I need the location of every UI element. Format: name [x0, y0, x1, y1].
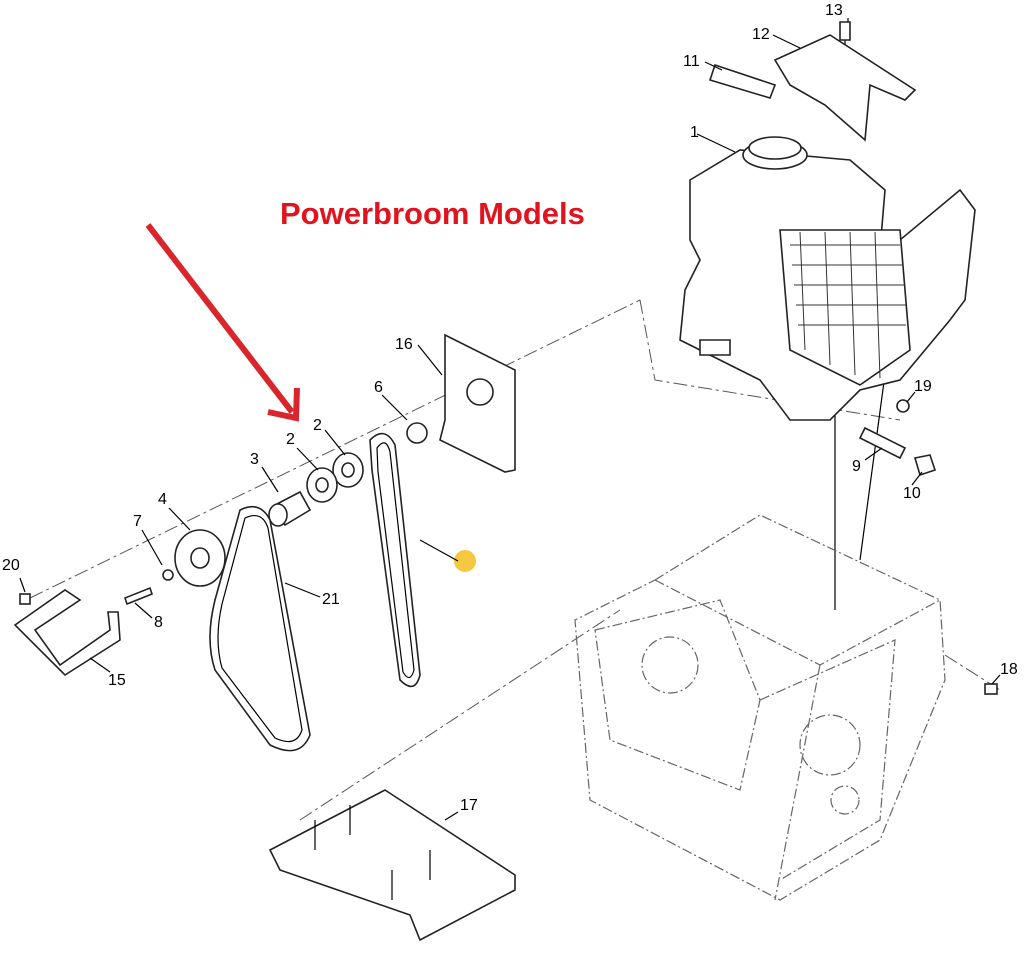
- callout-4: 4: [158, 491, 167, 508]
- callout-2: 2: [286, 431, 295, 448]
- callout-13: 13: [825, 2, 843, 19]
- callout-1: 1: [690, 124, 699, 141]
- callout-labels: 1 2 2 3 4 6 7 8 9 10 11 12 13 15 16 17 1…: [2, 2, 1018, 814]
- callout-6: 6: [374, 379, 383, 396]
- belt-21[interactable]: [209, 505, 311, 752]
- diagram-title: Powerbroom Models: [280, 196, 585, 231]
- callout-16: 16: [395, 336, 413, 353]
- callout-3: 3: [250, 451, 259, 468]
- leader-lines: [19, 18, 1001, 821]
- nut-19[interactable]: [896, 399, 910, 413]
- engine[interactable]: [679, 136, 976, 421]
- base-plate[interactable]: [268, 789, 516, 942]
- bracket[interactable]: [13, 589, 121, 677]
- callout-10: 10: [903, 485, 921, 502]
- bolt[interactable]: [124, 586, 153, 606]
- callout-17: 17: [460, 797, 478, 814]
- standoff[interactable]: [858, 426, 907, 460]
- callout-20: 20: [2, 557, 20, 574]
- callout-15: 15: [108, 672, 126, 689]
- callout-8: 8: [154, 614, 163, 631]
- washer[interactable]: [162, 569, 174, 581]
- callout-11: 11: [683, 53, 700, 70]
- nut[interactable]: [913, 454, 937, 477]
- heat-shield[interactable]: [773, 34, 917, 142]
- highlight-marker[interactable]: [454, 550, 476, 572]
- callout-18: 18: [1000, 661, 1018, 678]
- callout-12: 12: [752, 26, 770, 43]
- callout-21: 21: [322, 591, 340, 608]
- red-arrow: [145, 223, 300, 422]
- assembly-lines: [29, 40, 1001, 821]
- callout-2: 2: [313, 417, 322, 434]
- bolt-20[interactable]: [19, 593, 31, 605]
- belt[interactable]: [369, 432, 421, 688]
- callout-9: 9: [852, 458, 861, 475]
- decal[interactable]: [708, 63, 777, 99]
- bolt-18[interactable]: [984, 683, 998, 695]
- frame[interactable]: [574, 514, 946, 901]
- callout-7: 7: [133, 513, 142, 530]
- spacer[interactable]: [406, 422, 428, 444]
- screw[interactable]: [839, 21, 851, 41]
- callout-19: 19: [914, 378, 932, 395]
